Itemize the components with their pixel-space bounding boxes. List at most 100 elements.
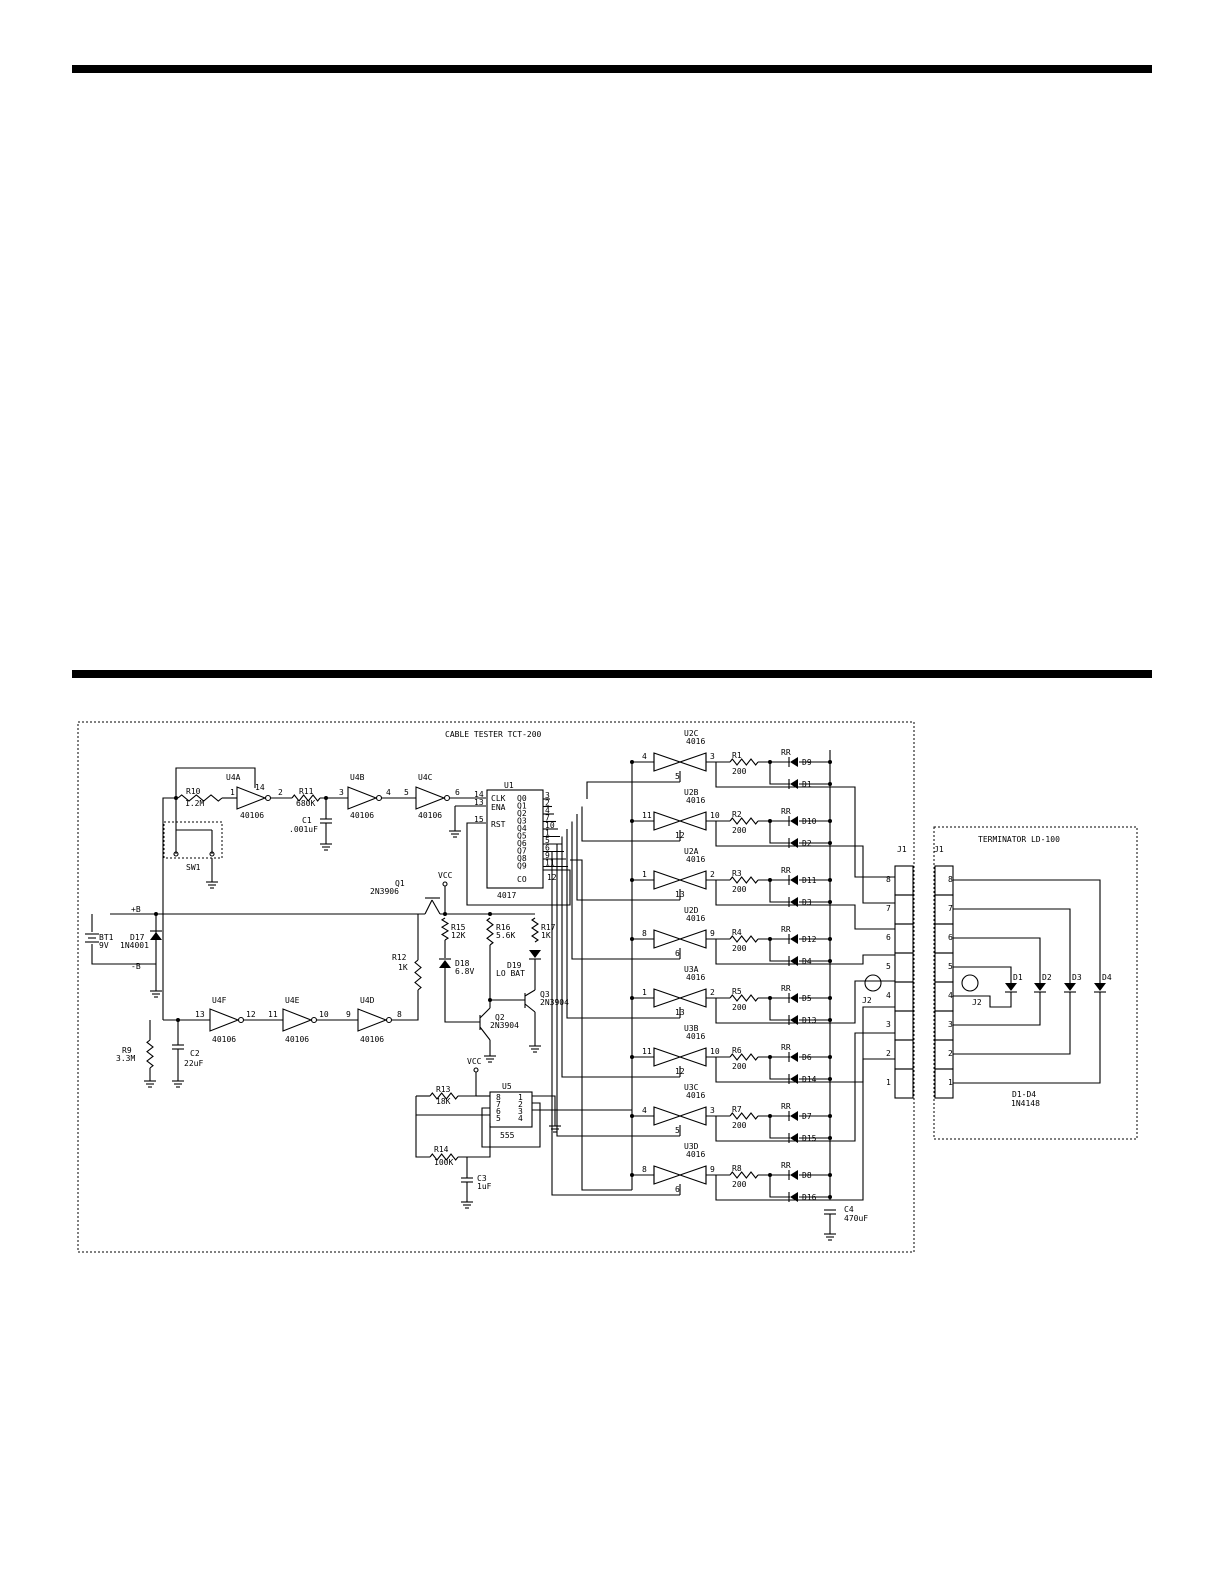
terminator-j1-pin-label: 5	[948, 962, 953, 971]
u4b-inverter	[347, 786, 378, 810]
pin-label: 2	[278, 788, 283, 797]
terminator-board-outline	[933, 826, 1138, 1140]
pin-label: 4	[642, 1106, 647, 1115]
u4e-ref: U4E	[285, 996, 300, 1005]
wire	[953, 992, 1012, 1008]
r14-ref: R14	[434, 1145, 449, 1154]
c2-ref: C2	[190, 1049, 200, 1058]
c4-value: 470uF	[844, 1214, 868, 1223]
junction-dot	[828, 1136, 832, 1140]
vcc-terminal	[473, 1067, 479, 1073]
vcc-terminal	[442, 881, 448, 887]
switch-part: 4016	[686, 914, 705, 923]
pin-label: 6	[545, 844, 550, 853]
switch-resistor-value: 200	[732, 1121, 747, 1130]
wire	[769, 821, 790, 844]
j1-pin	[894, 952, 914, 983]
led-arrows: RR	[781, 807, 791, 816]
u1-pin-label: Q0	[517, 794, 527, 803]
switch-ref: U2B	[684, 788, 699, 797]
u1-pin-label: Q5	[517, 832, 527, 841]
u4b-inverter	[375, 794, 383, 802]
wire	[715, 762, 895, 878]
terminator-diode-note: D1-D4	[1012, 1090, 1036, 1099]
u5-pin-label: 5	[496, 1114, 501, 1123]
r12-value: 1K	[398, 963, 408, 972]
wire	[551, 851, 680, 1196]
u4f-ref: U4F	[212, 996, 227, 1005]
switch-part: 4016	[686, 796, 705, 805]
pin-label: 4	[386, 788, 391, 797]
terminator-j1-pin-label: 1	[948, 1078, 953, 1087]
switch-resistor-value: 200	[732, 767, 747, 776]
c1-value: .001uF	[289, 825, 318, 834]
wire	[769, 998, 790, 1021]
r13-resistor	[429, 1092, 459, 1100]
pin-label: 10	[710, 811, 720, 820]
r-switch-resistor	[729, 817, 759, 825]
wire	[481, 1102, 541, 1148]
r16-value: 5.6K	[496, 931, 515, 940]
pin-label: 9	[710, 1165, 715, 1174]
terminator-j1-pin-label: 3	[948, 1020, 953, 1029]
r14-resistor	[429, 1153, 459, 1161]
pin-label: 2	[545, 799, 550, 808]
q2-ref: Q2	[495, 1013, 505, 1022]
r16-resistor	[486, 917, 494, 946]
pin-label: 9	[545, 851, 550, 860]
led-d7	[790, 1111, 798, 1121]
pin-label: 5	[675, 772, 680, 781]
pin-label: 12	[675, 1067, 685, 1076]
terminator-j1-pin-label: 6	[948, 933, 953, 942]
r-switch-resistor	[729, 1053, 759, 1061]
j2-jack	[864, 974, 882, 992]
junction-dot	[828, 841, 832, 845]
u5-pin-label: 2	[518, 1100, 523, 1109]
led-arrows: RR	[781, 866, 791, 875]
u5-pin-label: 3	[518, 1107, 523, 1116]
j1-pin	[894, 1010, 914, 1041]
pin-label: 14	[255, 783, 265, 792]
pin-label: 14	[474, 790, 484, 799]
pin-label: 13	[474, 798, 484, 807]
d19-led	[529, 950, 541, 958]
wire	[715, 1032, 895, 1142]
pin-label: 10	[545, 821, 555, 830]
junction-dot	[630, 1055, 634, 1059]
terminator-j1-pin-label: 4	[948, 991, 953, 1000]
r16-ref: R16	[496, 923, 511, 932]
c4-ref: C4	[844, 1205, 854, 1214]
led-d6	[790, 1052, 798, 1062]
switch-resistor-ref: R5	[732, 987, 742, 996]
u1-pin-label: RST	[491, 820, 506, 829]
r12-resistor	[414, 959, 422, 991]
pin-label: 12	[246, 1010, 256, 1019]
d18-zener	[439, 960, 451, 968]
junction-dot	[828, 760, 832, 764]
pin-label: 4	[642, 752, 647, 761]
wire	[715, 880, 895, 930]
junction-dot	[630, 1173, 634, 1177]
wire	[415, 1115, 430, 1158]
c3-ref: C3	[477, 1174, 487, 1183]
switch-resistor-ref: R1	[732, 751, 742, 760]
terminator-diode-part: 1N4148	[1011, 1099, 1040, 1108]
switch-ref: U2A	[684, 847, 699, 856]
sw1-switch	[209, 851, 215, 857]
wire	[769, 1175, 790, 1198]
u5-part: 555	[500, 1131, 515, 1140]
junction-dot	[630, 760, 634, 764]
wire	[769, 1057, 790, 1080]
led-arrows: RR	[781, 984, 791, 993]
switch-resistor-value: 200	[732, 1003, 747, 1012]
r-switch-resistor	[729, 935, 759, 943]
j1-ref: J1	[897, 845, 907, 854]
j1-pin-label: 7	[886, 904, 891, 913]
u4d-inverter	[385, 1016, 393, 1024]
led-d11	[790, 875, 798, 885]
switch-resistor-ref: R6	[732, 1046, 742, 1055]
pin-label: 13	[675, 890, 685, 899]
u1-ref: U1	[504, 781, 514, 790]
pin-label: 8	[397, 1010, 402, 1019]
u4f-inverter	[237, 1016, 245, 1024]
